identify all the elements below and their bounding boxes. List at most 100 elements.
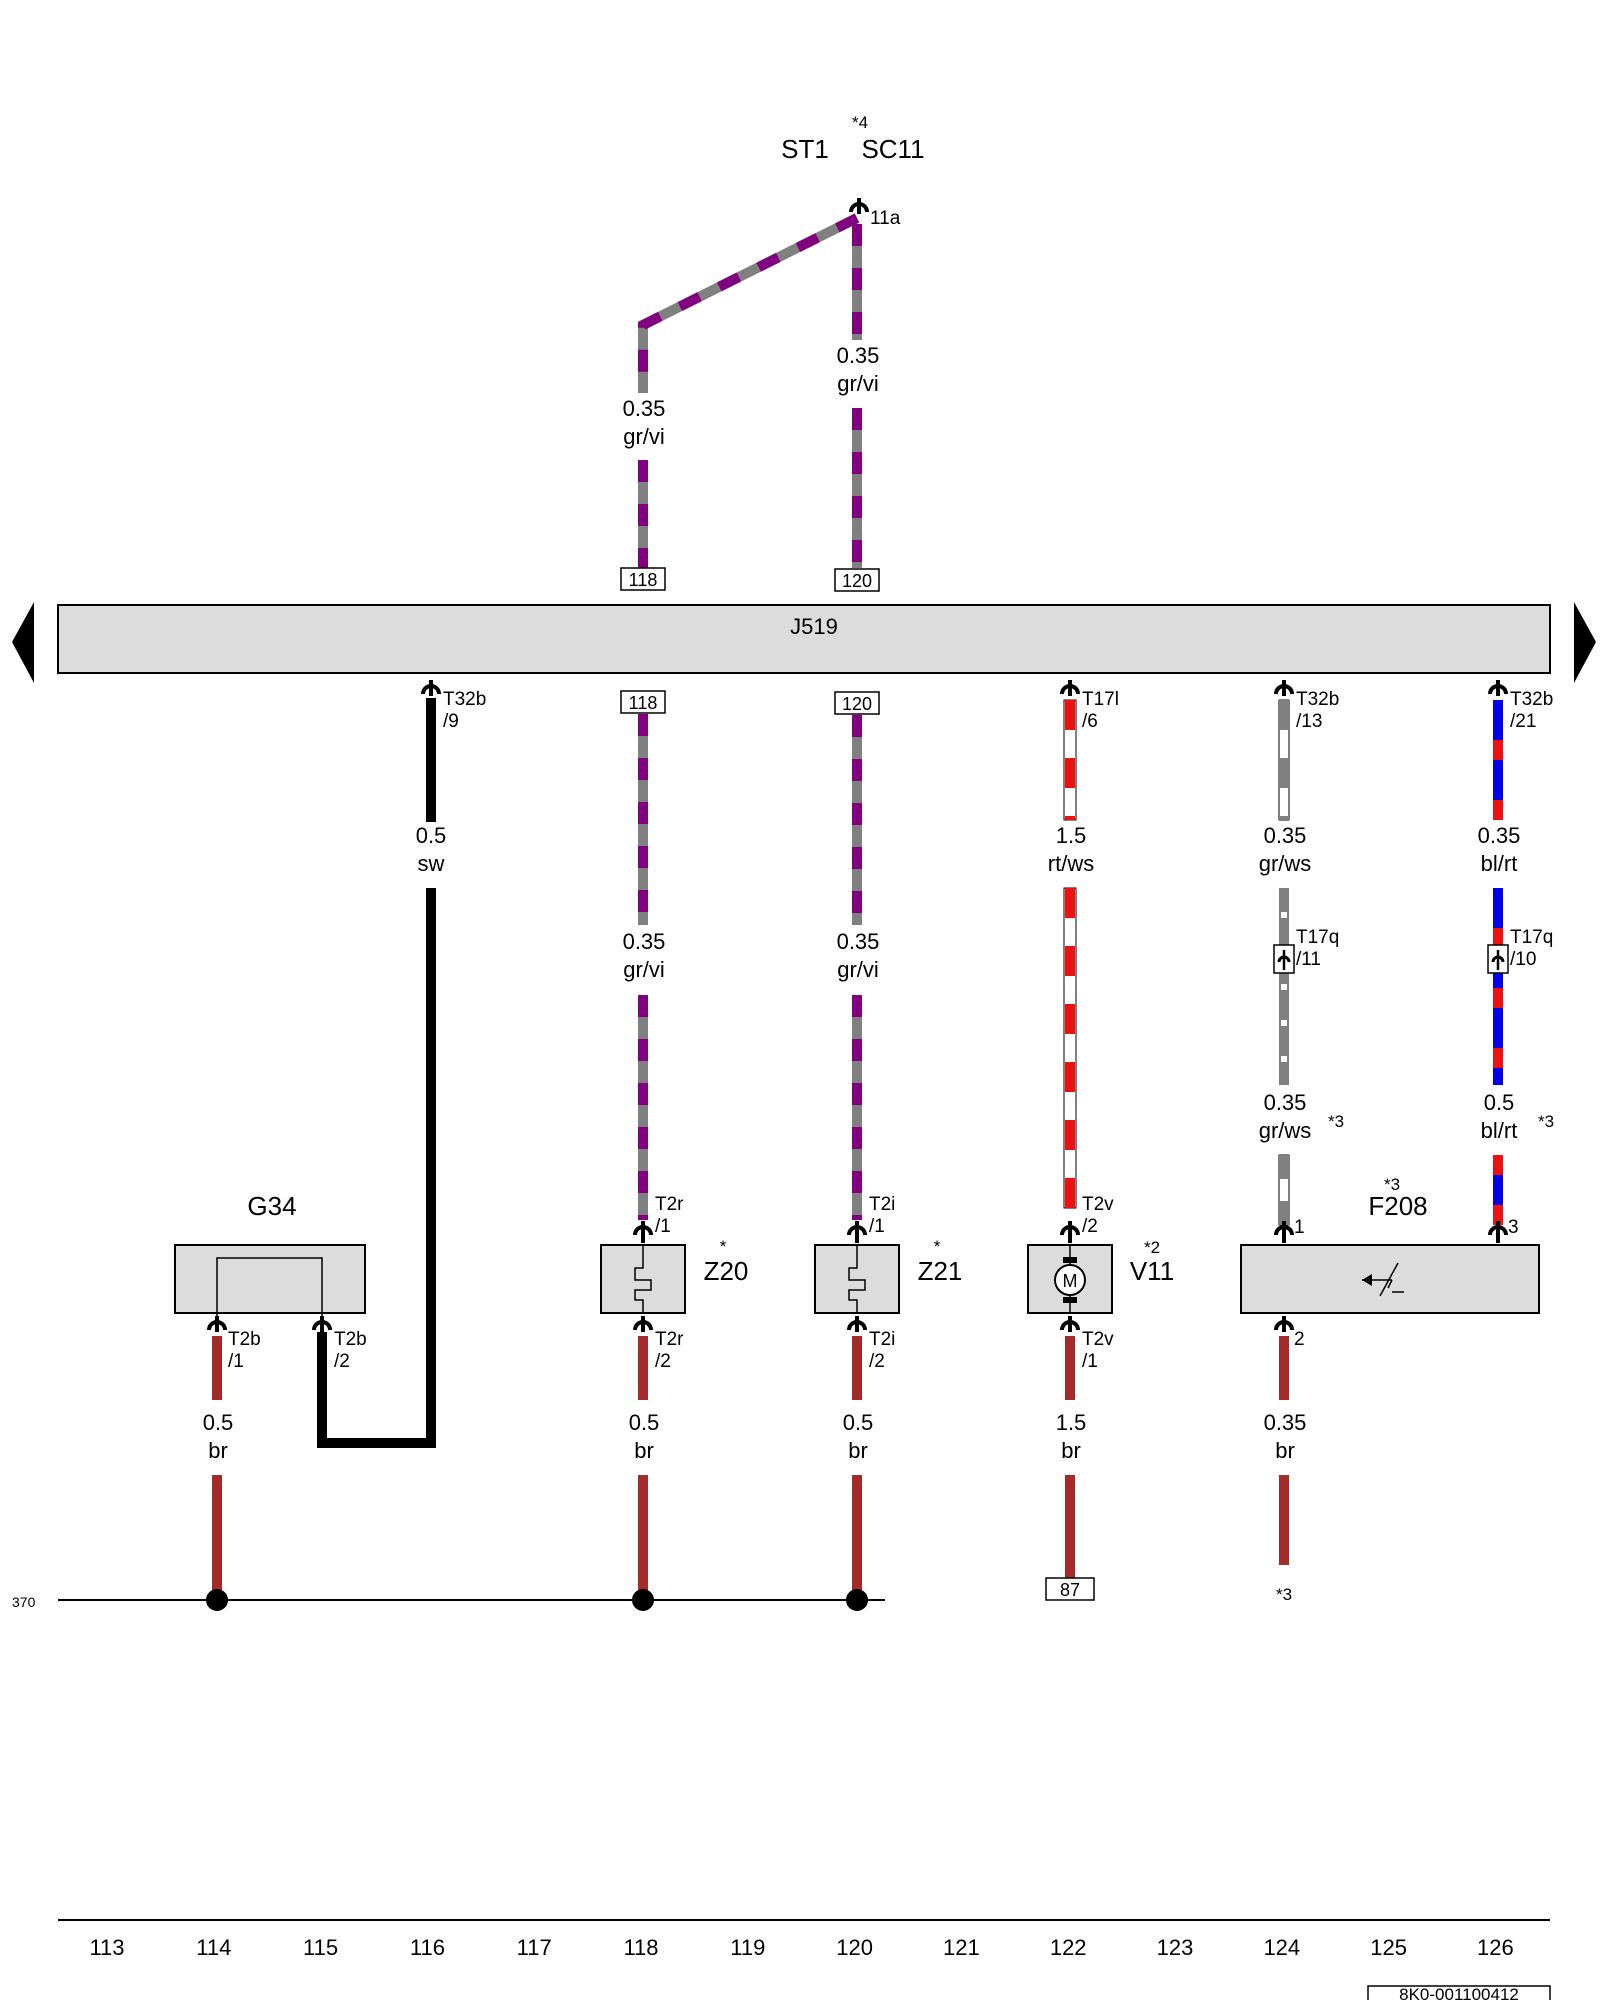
wire-126-color: bl/rt — [1481, 851, 1518, 876]
wire-126-blrt[interactable] — [1488, 680, 1508, 1225]
wire-122-color: rt/ws — [1048, 851, 1094, 876]
ground-124-note: *3 — [1276, 1585, 1292, 1604]
pin-118-bottom: 118 — [629, 693, 658, 713]
inline-124-connector: T17q — [1296, 927, 1339, 948]
wire-120-size: 0.35 — [837, 929, 880, 954]
wire-124-pin: /13 — [1296, 711, 1322, 732]
v11-top-connector: T2v — [1082, 1194, 1114, 1215]
z21-bottom-pin: /2 — [869, 1351, 885, 1372]
z20-bottom-pin: /2 — [655, 1351, 671, 1372]
switch-icon — [1362, 1262, 1404, 1297]
continue-right-arrow-icon[interactable] — [1574, 602, 1596, 683]
column-number: 126 — [1477, 1935, 1514, 1960]
motor-brush-top — [1063, 1257, 1077, 1263]
top-wire-120-size: 0.35 — [837, 343, 880, 368]
ground-124-size: 0.35 — [1264, 1410, 1307, 1435]
ground-118-color: br — [634, 1438, 654, 1463]
ground-114-size: 0.5 — [203, 1410, 234, 1435]
z21-note: * — [934, 1237, 941, 1256]
column-number: 115 — [303, 1935, 338, 1960]
inline-124-pin: /11 — [1296, 949, 1321, 970]
ground-122-color: br — [1061, 1438, 1081, 1463]
ground-118-size: 0.5 — [629, 1410, 660, 1435]
v11-note: *2 — [1144, 1238, 1160, 1257]
column-number: 125 — [1370, 1935, 1407, 1960]
motor-brush-bottom — [1063, 1297, 1077, 1303]
column-number: 113 — [89, 1935, 124, 1960]
f208-note: *3 — [1384, 1175, 1400, 1194]
pin-118-top: 118 — [629, 570, 658, 590]
wire-116-sw[interactable] — [317, 680, 441, 1448]
component-f208-label: F208 — [1368, 1191, 1427, 1221]
z20-top-pin: /1 — [655, 1216, 671, 1237]
pin-box-120-bottom — [834, 691, 880, 715]
inline-126-pin: /10 — [1510, 949, 1536, 970]
ground-junction-114 — [206, 1589, 228, 1611]
wire-124-color: gr/ws — [1259, 851, 1312, 876]
wire-124-connector: T32b — [1296, 689, 1339, 710]
control-unit-label: J519 — [790, 614, 838, 639]
g34-pin-1-connector: T2b — [228, 1329, 261, 1350]
ground-122-size: 1.5 — [1056, 1410, 1087, 1435]
continue-left-arrow-icon[interactable] — [12, 602, 34, 683]
component-g34-label: G34 — [247, 1191, 296, 1221]
wire-126-pin: /21 — [1510, 711, 1536, 732]
column-number: 123 — [1157, 1935, 1194, 1960]
pin-box-120-top — [834, 568, 880, 592]
pin-120-top: 120 — [842, 571, 872, 591]
wire-122-size: 1.5 — [1056, 823, 1087, 848]
v11-bottom-pin: /1 — [1082, 1351, 1098, 1372]
heater-element-icon — [634, 1245, 652, 1313]
top-wire-118[interactable] — [638, 213, 860, 568]
document-id: 8K0-001100412 — [1399, 1985, 1519, 2000]
control-unit-j519[interactable] — [57, 604, 1551, 674]
v11-top-pin: /2 — [1082, 1216, 1098, 1237]
wire-122-rtws[interactable] — [1060, 680, 1080, 1209]
f208-pin-1-label: 1 — [1294, 1217, 1305, 1238]
z20-bottom-connector: T2r — [655, 1329, 684, 1350]
v11-pin-bottom — [1060, 1316, 1080, 1332]
g34-pin-2 — [312, 1316, 332, 1332]
fuse-holder-label: ST1 — [781, 134, 829, 164]
column-number: 120 — [836, 1935, 873, 1960]
wire-118-color: gr/vi — [623, 957, 665, 982]
wire-120-color: gr/vi — [837, 957, 879, 982]
wire-124-grws[interactable] — [1274, 680, 1294, 1226]
component-z20-label: Z20 — [704, 1256, 749, 1286]
z21-top-connector: T2i — [869, 1194, 895, 1215]
column-number: 124 — [1263, 1935, 1300, 1960]
document-id-box — [1367, 1985, 1551, 2000]
ground-120-size: 0.5 — [843, 1410, 874, 1435]
heater-element-icon — [848, 1245, 866, 1313]
wire-116-connector: T32b — [443, 689, 486, 710]
z21-pin-top — [847, 1221, 867, 1243]
top-wire-118-size: 0.35 — [623, 396, 666, 421]
column-number: 118 — [623, 1935, 658, 1960]
component-z21-label: Z21 — [918, 1256, 963, 1286]
inline-124-color: gr/ws — [1259, 1118, 1312, 1143]
v11-pin-top — [1060, 1221, 1080, 1243]
z20-pin-top — [633, 1221, 653, 1243]
column-number: 121 — [943, 1935, 980, 1960]
top-wire-118-color: gr/vi — [623, 424, 665, 449]
g34-pin-1-number: /1 — [228, 1351, 244, 1372]
fuse-note: *4 — [852, 113, 868, 132]
motor-symbol: M — [1063, 1271, 1078, 1291]
motor-icon — [1054, 1264, 1086, 1296]
component-g34[interactable] — [174, 1244, 366, 1314]
pin-box-118-top — [620, 567, 666, 591]
top-wire-120-color: gr/vi — [837, 371, 879, 396]
inline-126-note: *3 — [1538, 1112, 1554, 1131]
wire-124-size: 0.35 — [1264, 823, 1307, 848]
ground-124-color: br — [1275, 1438, 1295, 1463]
fuse-pin-label: 11a — [870, 208, 901, 229]
inline-126-size: 0.5 — [1484, 1090, 1515, 1115]
z21-pin-bottom — [847, 1316, 867, 1332]
z21-bottom-connector: T2i — [869, 1329, 895, 1350]
pin-120-bottom: 120 — [842, 694, 872, 714]
f208-pin-2 — [1274, 1316, 1294, 1332]
z21-top-pin: /1 — [869, 1216, 885, 1237]
column-number: 117 — [517, 1935, 552, 1960]
